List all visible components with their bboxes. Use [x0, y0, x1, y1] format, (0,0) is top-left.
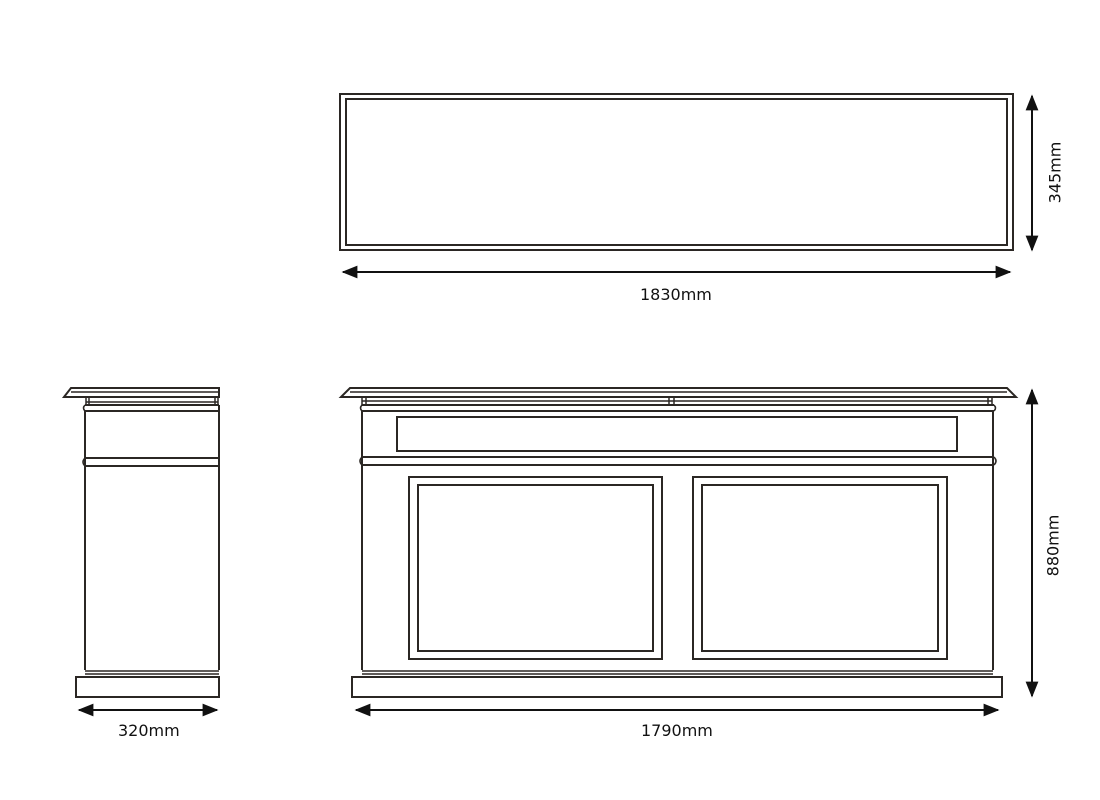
right-panel [692, 476, 948, 660]
side-view [61, 387, 220, 698]
front-height-label: 880mm [1043, 514, 1063, 577]
front-view [338, 387, 1019, 698]
left-panel [408, 476, 663, 660]
drawer-front [396, 416, 958, 452]
top-view [339, 93, 1014, 251]
top-width-label: 1830mm [640, 285, 712, 304]
front-width-label: 1790mm [641, 721, 713, 740]
side-depth-label: 320mm [118, 721, 180, 740]
top-depth-label: 345mm [1045, 141, 1065, 204]
